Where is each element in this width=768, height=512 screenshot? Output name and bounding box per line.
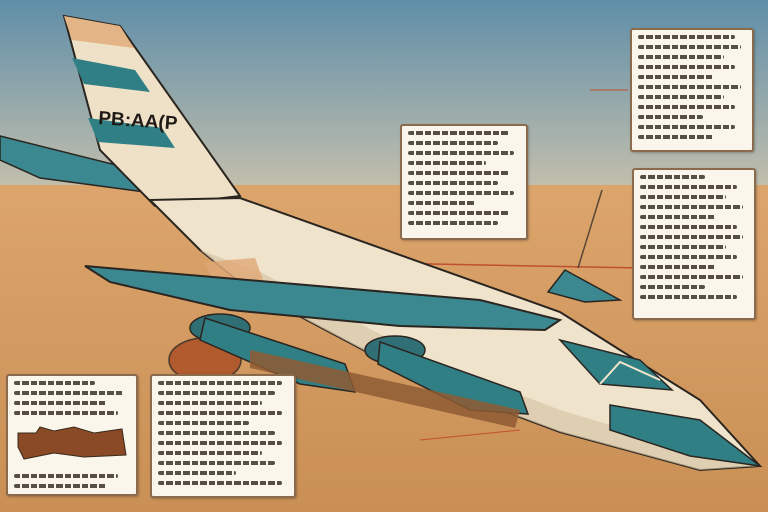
- leader-line: [577, 189, 603, 269]
- leader-line: [419, 429, 521, 441]
- mini-diagram: [17, 426, 127, 460]
- annotation-card: [6, 374, 138, 496]
- canard: [546, 269, 623, 303]
- canopy-frame: [599, 360, 661, 385]
- annotation-card: [150, 374, 296, 498]
- engine-right: [364, 335, 530, 415]
- tail-stripe: [72, 58, 150, 92]
- tail-stripe: [88, 118, 175, 148]
- right-wing: [84, 265, 563, 332]
- tail-panel: [64, 16, 134, 48]
- annotation-card: [632, 168, 756, 320]
- nose-cone: [609, 404, 763, 468]
- annotation-card: [400, 124, 528, 240]
- gear-strut: [250, 350, 520, 428]
- annotation-card: [630, 28, 754, 152]
